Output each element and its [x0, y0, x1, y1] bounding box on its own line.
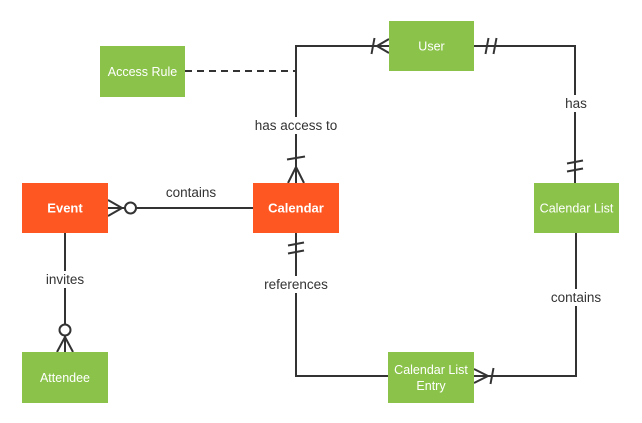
- has-access-to-line: [295, 45, 389, 183]
- circle-zero-icon: [58, 323, 72, 337]
- entity-calendar-box: [253, 183, 339, 233]
- connector-contains-entries: contains: [473, 233, 605, 385]
- tick-one-icon: [484, 37, 490, 55]
- edge-label-contains-events: contains: [166, 185, 217, 200]
- edge-label-contains-entries: contains: [551, 290, 602, 305]
- entity-access-rule-label: Access Rule: [108, 65, 178, 79]
- entity-user-label: User: [418, 40, 444, 54]
- tick-one-icon: [489, 367, 495, 385]
- tick-one-icon: [492, 37, 498, 55]
- connector-has: has: [474, 37, 591, 183]
- crowfoot-many-icon: [376, 38, 390, 54]
- crowfoot-many-icon: [107, 199, 123, 217]
- connector-contains-events: contains: [107, 185, 253, 217]
- entity-calendar-list-entry: Calendar List Entry: [388, 352, 474, 403]
- edge-label-bg: [250, 117, 342, 134]
- entity-attendee: Attendee: [22, 352, 108, 403]
- entity-event-box: [22, 183, 108, 233]
- edge-label-bg: [561, 95, 591, 112]
- entity-user: User: [389, 21, 474, 71]
- tick-one-icon: [370, 37, 376, 55]
- tick-one-icon: [566, 159, 584, 165]
- edge-label-has-access-to: has access to: [255, 118, 338, 133]
- tick-one-icon: [286, 155, 306, 161]
- entity-attendee-label: Attendee: [40, 371, 90, 385]
- tick-one-icon: [287, 241, 305, 247]
- crowfoot-many-icon: [287, 166, 305, 184]
- edge-label-references: references: [264, 277, 328, 292]
- entity-calendar-label: Calendar: [268, 201, 324, 216]
- edge-label-bg: [262, 276, 330, 293]
- entity-access-rule: Access Rule: [100, 46, 185, 97]
- circle-zero-icon: [124, 201, 137, 215]
- entity-event: Event: [22, 183, 108, 233]
- edge-label-has: has: [565, 96, 587, 111]
- entity-calendar-list-entry-label-line1: Calendar List: [394, 363, 468, 377]
- crowfoot-many-icon: [56, 336, 74, 353]
- edge-label-bg: [42, 271, 88, 288]
- entity-calendar-list-label: Calendar List: [540, 202, 614, 216]
- entity-calendar-list-entry-box: [388, 352, 474, 403]
- entity-calendar-list-entry-label-line2: Entry: [416, 379, 446, 393]
- crowfoot-many-icon: [473, 368, 489, 384]
- connector-references: references: [262, 233, 388, 377]
- connector-has-access-to: has access to: [250, 37, 390, 184]
- entity-access-rule-box: [100, 46, 185, 97]
- has-line: [474, 45, 576, 183]
- edge-label-invites: invites: [46, 272, 85, 287]
- references-line: [295, 233, 388, 377]
- entity-attendee-box: [22, 352, 108, 403]
- tick-one-icon: [287, 249, 305, 255]
- contains-entries-line: [474, 233, 577, 377]
- entity-calendar: Calendar: [253, 183, 339, 233]
- entity-event-label: Event: [47, 201, 83, 216]
- edge-label-bg: [548, 289, 605, 306]
- entity-calendar-list: Calendar List: [534, 183, 619, 233]
- connector-invites: invites: [42, 233, 88, 353]
- tick-one-icon: [566, 167, 584, 173]
- entity-user-box: [389, 21, 474, 71]
- entity-calendar-list-box: [534, 183, 619, 233]
